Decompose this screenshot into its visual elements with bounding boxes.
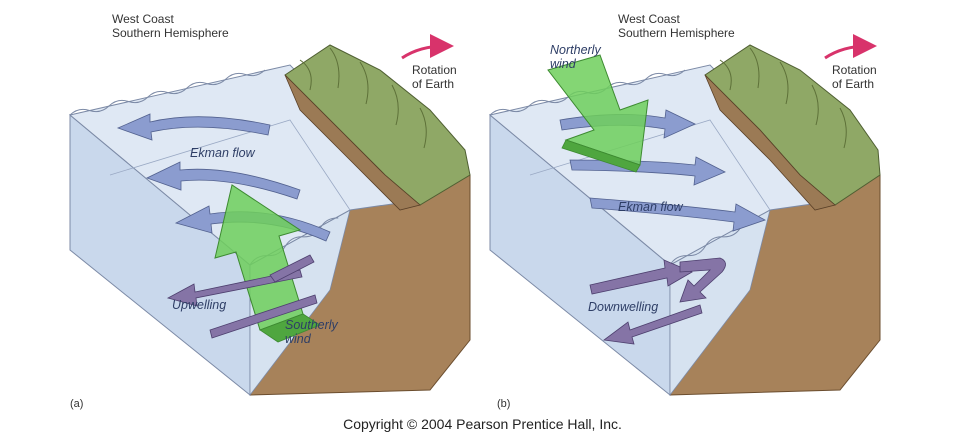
panel-b-ekman-label: Ekman flow	[618, 200, 683, 214]
panel-b-rotation-line1: Rotation	[832, 63, 877, 77]
downwelling-arrow-2	[679, 257, 726, 303]
panel-b-block	[488, 44, 881, 397]
panel-a-wind-line2: wind	[285, 332, 311, 346]
panel-b-rotation-line2: of Earth	[832, 77, 875, 91]
panel-b-wind-line2: wind	[550, 57, 576, 71]
panel-a-heading-line1: West Coast	[112, 12, 174, 26]
panel-a-heading-line2: Southern Hemisphere	[112, 26, 229, 40]
ekman-arrow-b3	[589, 197, 766, 232]
downwelling-arrow-1	[589, 259, 693, 295]
panel-b-heading-line2: Southern Hemisphere	[618, 26, 735, 40]
copyright-text: Copyright © 2004 Pearson Prentice Hall, …	[343, 416, 622, 432]
upwelling-arrow-3	[269, 254, 315, 283]
panel-a-ekman-label: Ekman flow	[190, 146, 255, 160]
northerly-wind-side	[561, 139, 641, 173]
ekman-arrow-a2	[145, 161, 301, 200]
upwelling-arrow-2	[209, 294, 318, 339]
panel-a-upwelling-label: Upwelling	[172, 298, 227, 312]
panel-a-letter: (a)	[70, 398, 84, 410]
panel-b-heading-line1: West Coast	[618, 12, 680, 26]
ekman-arrow-a1	[116, 113, 271, 141]
northerly-wind-arrow	[547, 54, 649, 166]
rotation-arrow-b	[824, 34, 877, 60]
panel-a-wind-line1: Southerly	[285, 318, 338, 332]
rotation-arrow-a	[401, 34, 454, 60]
upwelling-arrow-1	[166, 269, 303, 307]
panel-a-rotation-line1: Rotation	[412, 63, 457, 77]
panel-b-downwelling-label: Downwelling	[588, 300, 659, 314]
southerly-wind-shaft-side	[259, 313, 321, 343]
downwelling-arrow-3	[602, 304, 703, 345]
panel-b-letter: (b)	[497, 398, 511, 410]
panel-b-wind-line1: Northerly	[550, 43, 601, 57]
panel-a-rotation-line2: of Earth	[412, 77, 455, 91]
